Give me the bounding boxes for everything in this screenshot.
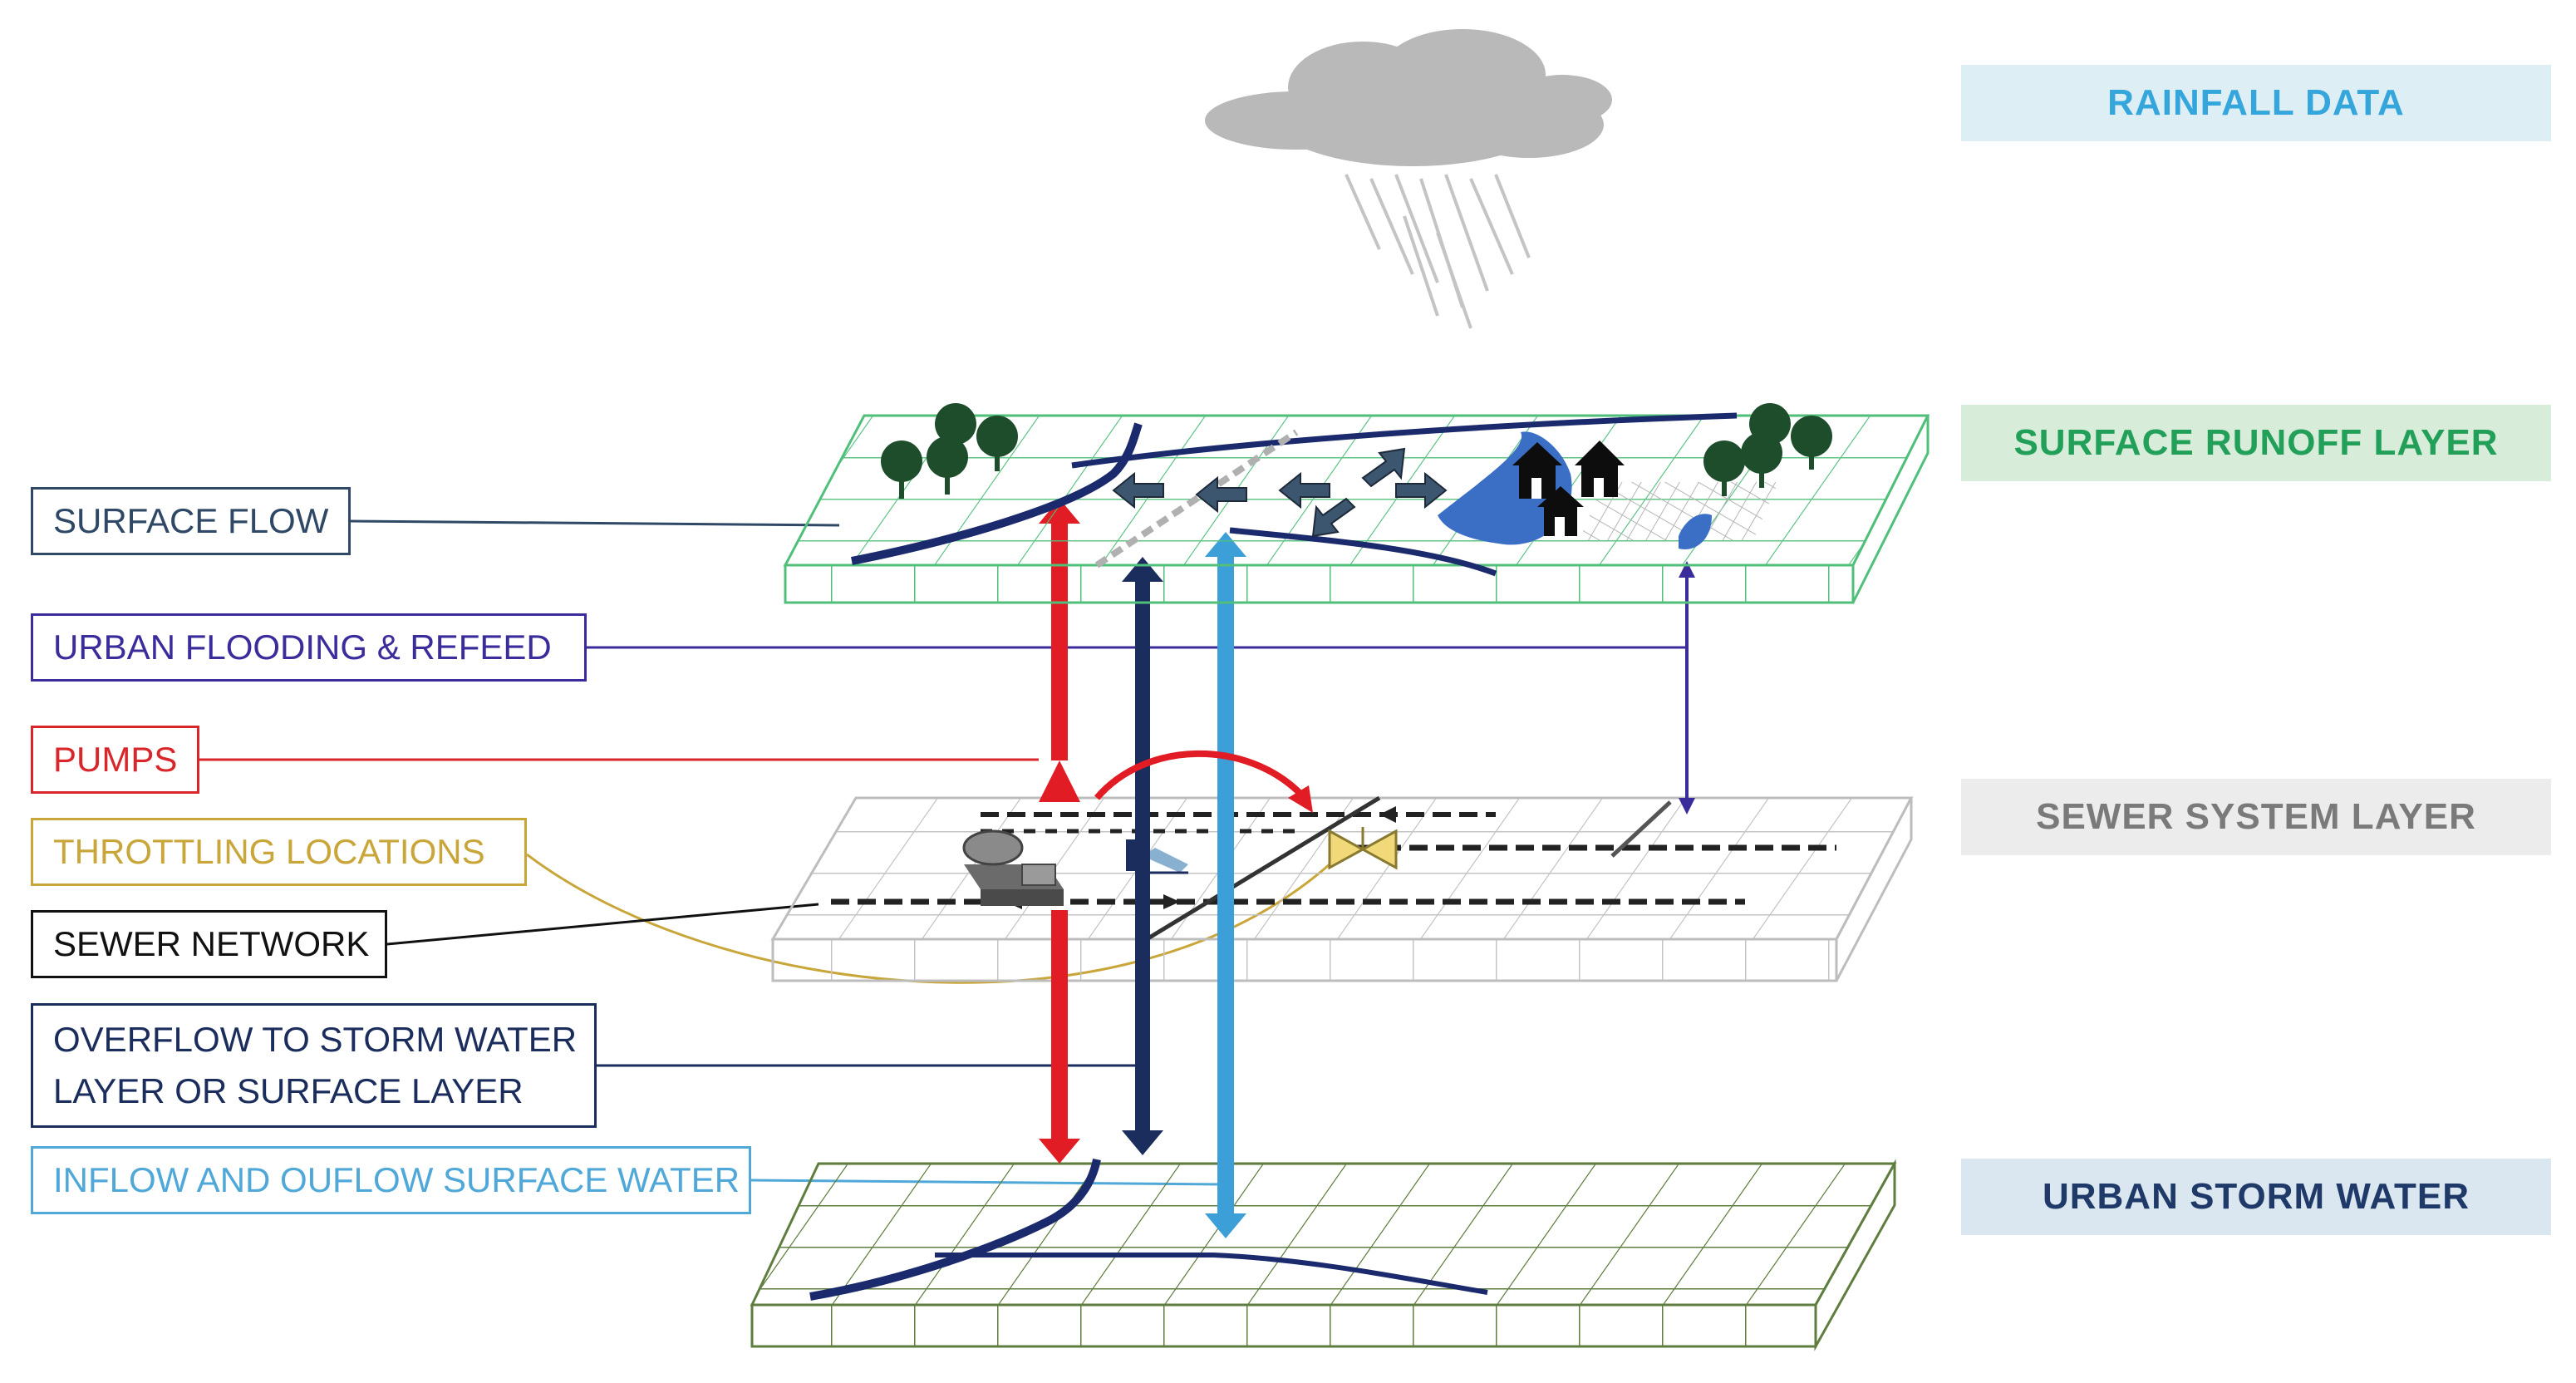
house-icon <box>1512 440 1625 536</box>
rainfall-data-tag: RAINFALL DATA <box>1961 65 2551 141</box>
tree-icon <box>881 403 1832 499</box>
sewer-system-grid <box>770 796 1914 982</box>
sewer-system-tag: SEWER SYSTEM LAYER <box>1961 779 2551 855</box>
urban-storm-water-tag: URBAN STORM WATER <box>1961 1159 2551 1235</box>
surface-river <box>851 412 1738 577</box>
cloud-icon <box>1205 29 1612 166</box>
surface-runoff-grid <box>783 414 1930 604</box>
surface-flow-text: SURFACE FLOW <box>53 501 329 540</box>
throttling-label: THROTTLING LOCATIONS <box>31 818 527 886</box>
inflow-label: INFLOW AND OUFLOW SURFACE WATER <box>31 1146 751 1214</box>
urban-flooding-label: URBAN FLOODING & REFEED <box>31 613 587 682</box>
sewer-network-text: SEWER NETWORK <box>53 924 370 963</box>
surface-runoff-tag: SURFACE RUNOFF LAYER <box>1961 405 2551 481</box>
surface-flow-connector <box>350 519 840 527</box>
overflow-text-line1: OVERFLOW TO STORM WATER <box>53 1020 578 1059</box>
inflow-text: INFLOW AND OUFLOW SURFACE WATER <box>53 1160 740 1199</box>
surface-runoff-text: SURFACE RUNOFF LAYER <box>2013 422 2499 463</box>
pumps-label: PUMPS <box>31 726 199 794</box>
urban-flooding-text: URBAN FLOODING & REFEED <box>53 628 552 667</box>
pump-station-icon <box>962 829 1064 906</box>
overflow-label: OVERFLOW TO STORM WATER LAYER OR SURFACE… <box>31 1003 597 1128</box>
sewer-system-text: SEWER SYSTEM LAYER <box>2036 796 2476 837</box>
storm-river <box>809 1158 1101 1301</box>
urban-storm-water-text: URBAN STORM WATER <box>2042 1176 2470 1217</box>
surface-flow-label: SURFACE FLOW <box>31 487 351 555</box>
overflow-text-line2: LAYER OR SURFACE LAYER <box>53 1071 524 1110</box>
rain-icon <box>1345 174 1531 329</box>
rainfall-data-text: RAINFALL DATA <box>2107 82 2405 123</box>
sewer-network-lines <box>831 795 1836 942</box>
throttling-text: THROTTLING LOCATIONS <box>53 832 485 871</box>
valve-icon <box>1328 827 1398 870</box>
pumps-text: PUMPS <box>53 740 178 779</box>
sewer-network-connector <box>386 903 819 946</box>
flow-arrow-icon <box>1112 447 1448 538</box>
urban-storm-water-grid <box>750 1158 1897 1351</box>
sewer-network-label: SEWER NETWORK <box>31 910 387 978</box>
